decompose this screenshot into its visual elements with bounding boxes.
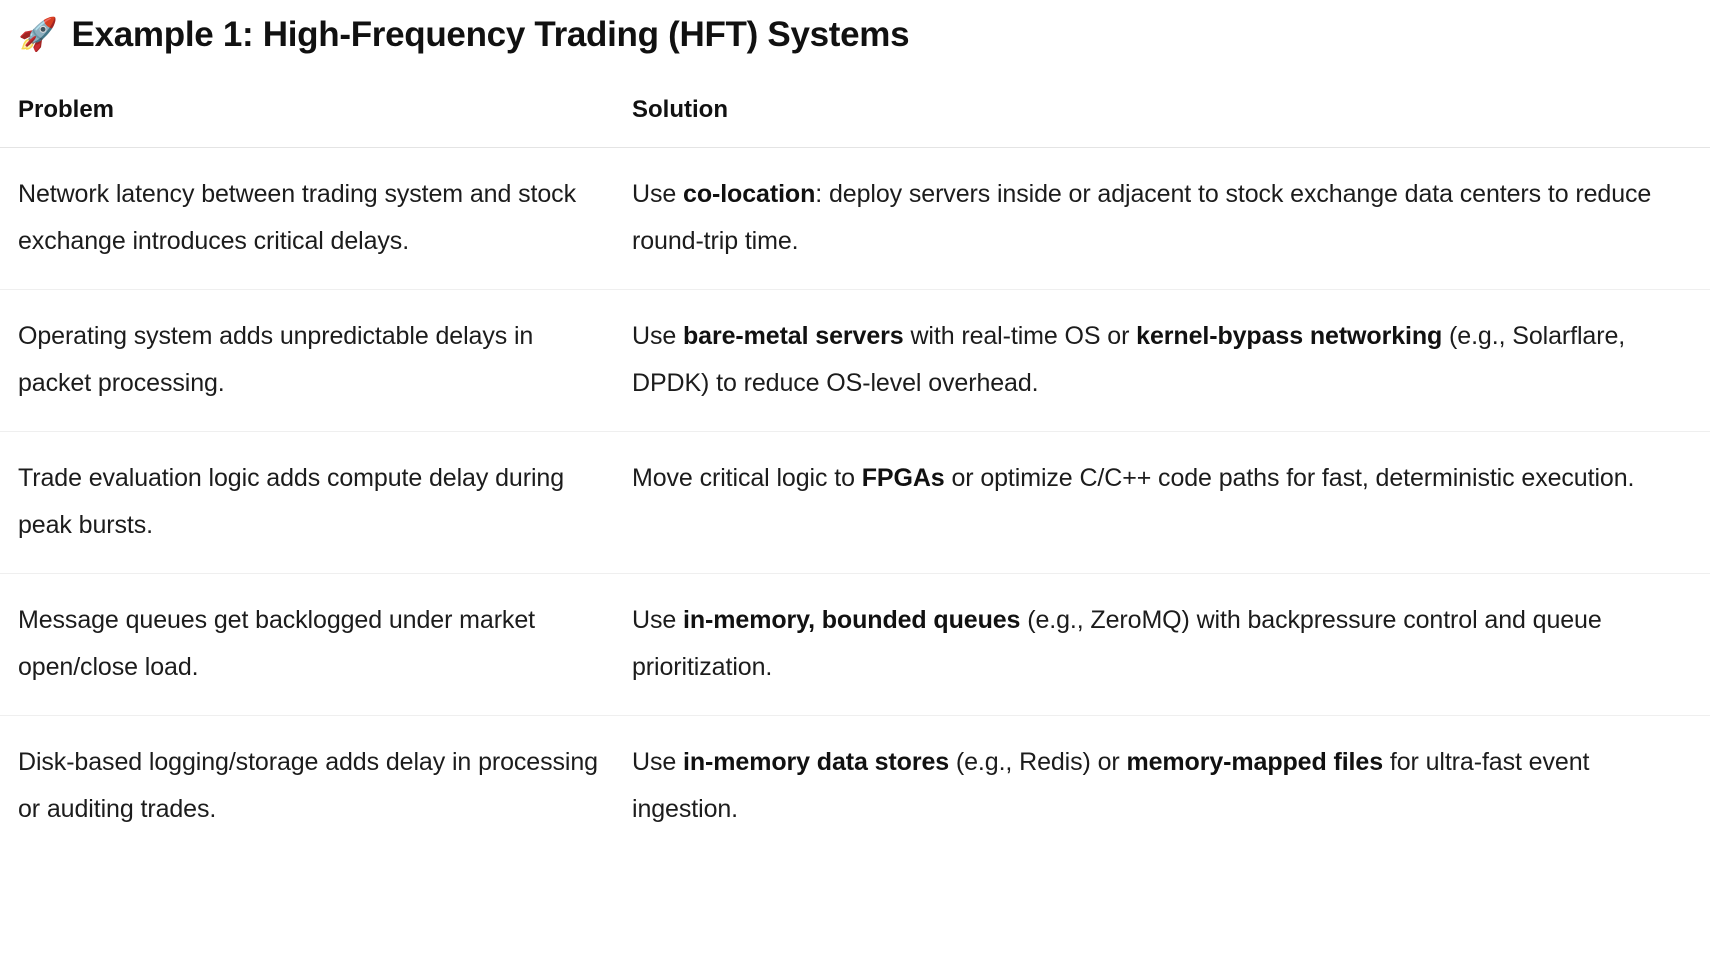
solution-emphasis: bare-metal servers	[683, 322, 904, 350]
table-header-row: Problem Solution	[0, 95, 1710, 148]
table-head: Problem Solution	[0, 95, 1710, 148]
problem-cell: Network latency between trading system a…	[0, 147, 632, 290]
solution-cell: Use bare-metal servers with real-time OS…	[632, 289, 1710, 432]
document-page: 🚀 Example 1: High-Frequency Trading (HFT…	[0, 0, 1728, 857]
solution-emphasis: in-memory, bounded queues	[683, 606, 1021, 634]
column-header-solution: Solution	[632, 95, 1710, 148]
table-row: Network latency between trading system a…	[0, 147, 1710, 290]
problem-cell: Trade evaluation logic adds compute dela…	[0, 431, 632, 574]
column-header-problem: Problem	[0, 95, 632, 148]
page-title-text: Example 1: High-Frequency Trading (HFT) …	[71, 15, 910, 54]
table-row: Trade evaluation logic adds compute dela…	[0, 431, 1710, 574]
rocket-icon: 🚀	[18, 16, 58, 52]
solution-emphasis: memory-mapped files	[1126, 748, 1384, 776]
problem-solution-table: Problem Solution Network latency between…	[0, 95, 1710, 857]
table-body: Network latency between trading system a…	[0, 147, 1710, 858]
problem-cell: Operating system adds unpredictable dela…	[0, 289, 632, 432]
problem-cell: Message queues get backlogged under mark…	[0, 573, 632, 716]
solution-emphasis: FPGAs	[861, 464, 945, 492]
solution-cell: Move critical logic to FPGAs or optimize…	[632, 431, 1710, 574]
solution-emphasis: in-memory data stores	[683, 748, 950, 776]
page-title: 🚀 Example 1: High-Frequency Trading (HFT…	[0, 0, 1728, 57]
solution-cell: Use in-memory, bounded queues (e.g., Zer…	[632, 573, 1710, 716]
problem-cell: Disk-based logging/storage adds delay in…	[18, 748, 598, 823]
solution-cell: Use in-memory data stores (e.g., Redis) …	[632, 748, 1590, 823]
table-row: Operating system adds unpredictable dela…	[0, 289, 1710, 432]
solution-emphasis: kernel-bypass networking	[1136, 322, 1443, 350]
solution-cell: Use co-location: deploy servers inside o…	[632, 147, 1710, 290]
solution-emphasis: co-location	[683, 180, 816, 208]
table-row: Message queues get backlogged under mark…	[0, 573, 1710, 716]
table-row: Disk-based logging/storage adds delay in…	[0, 716, 1710, 858]
